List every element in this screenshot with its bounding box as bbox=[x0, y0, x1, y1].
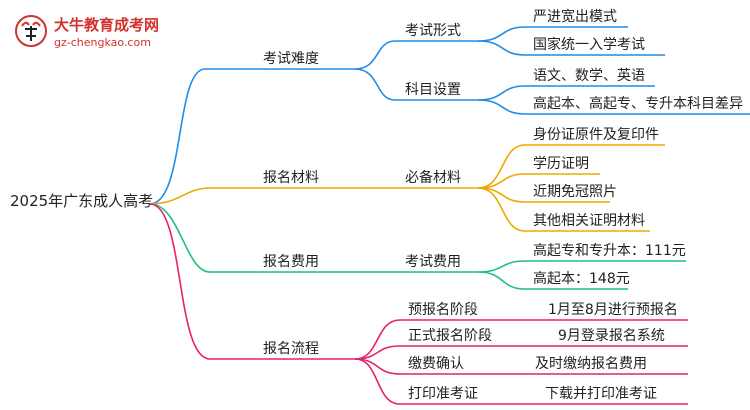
connector-process-step1 bbox=[354, 319, 688, 360]
step-admission-ticket: 打印准考证 bbox=[408, 386, 478, 402]
connector-root-materials bbox=[149, 187, 355, 205]
step-formal-registration-detail: 9月登录报名系统 bbox=[558, 328, 665, 344]
connector-format-item2 bbox=[477, 40, 665, 56]
connector-subjects-item1 bbox=[477, 85, 655, 101]
connector-root-difficulty bbox=[149, 68, 355, 205]
brand-logo: 大牛教育成考网 gz-chengkao.com bbox=[14, 14, 164, 54]
branch-difficulty: 考试难度 bbox=[263, 51, 319, 67]
connector-difficulty-format bbox=[354, 40, 478, 70]
step-formal-registration: 正式报名阶段 bbox=[408, 328, 492, 344]
item-fee-1: 高起专和专升本：111元 bbox=[533, 243, 686, 259]
item-materials-4: 其他相关证明材料 bbox=[533, 213, 645, 229]
item-format-2: 国家统一入学考试 bbox=[533, 37, 645, 53]
root-node: 2025年广东成人高考 bbox=[10, 192, 154, 210]
step-payment: 缴费确认 bbox=[408, 356, 464, 372]
connector-required-item4 bbox=[477, 187, 650, 232]
branch-materials: 报名材料 bbox=[263, 170, 319, 186]
connector-required-item2 bbox=[477, 173, 600, 189]
connector-required-item1 bbox=[477, 144, 665, 189]
connector-exam-item2 bbox=[477, 271, 628, 290]
bull-logo-icon bbox=[15, 15, 47, 47]
item-materials-2: 学历证明 bbox=[533, 156, 589, 172]
group-exam-format: 考试形式 bbox=[405, 23, 461, 39]
connector-root-process bbox=[149, 203, 355, 360]
step-payment-detail: 及时缴纳报名费用 bbox=[535, 356, 647, 372]
connector-root-fees bbox=[149, 203, 355, 273]
item-materials-3: 近期免冠照片 bbox=[533, 184, 617, 200]
brand-title: 大牛教育成考网 bbox=[54, 16, 160, 34]
step-pre-registration-detail: 1月至8月进行预报名 bbox=[548, 302, 678, 318]
group-exam-fees: 考试费用 bbox=[405, 254, 461, 270]
group-required-materials: 必备材料 bbox=[405, 170, 461, 186]
connector-required-item3 bbox=[477, 187, 610, 203]
step-admission-ticket-detail: 下载并打印准考证 bbox=[545, 386, 657, 402]
step-pre-registration: 预报名阶段 bbox=[408, 302, 478, 318]
item-format-1: 严进宽出模式 bbox=[533, 9, 617, 25]
connector-process-step3 bbox=[354, 358, 688, 375]
item-fee-2: 高起本：148元 bbox=[533, 271, 630, 287]
item-subjects-1: 语文、数学、英语 bbox=[533, 68, 645, 84]
item-subjects-2: 高起本、高起专、专升本科目差异 bbox=[533, 96, 743, 112]
group-subjects: 科目设置 bbox=[405, 82, 461, 98]
brand-url: gz-chengkao.com bbox=[54, 36, 151, 49]
connector-subjects-item2 bbox=[477, 99, 750, 115]
item-materials-1: 身份证原件及复印件 bbox=[533, 127, 659, 143]
connector-process-step2 bbox=[354, 345, 688, 360]
connector-process-step4 bbox=[354, 358, 688, 405]
connector-difficulty-subjects bbox=[354, 68, 478, 101]
branch-process: 报名流程 bbox=[263, 341, 319, 357]
connector-format-item1 bbox=[477, 26, 628, 42]
connector-exam-item1 bbox=[477, 260, 686, 273]
branch-fees: 报名费用 bbox=[263, 254, 319, 270]
